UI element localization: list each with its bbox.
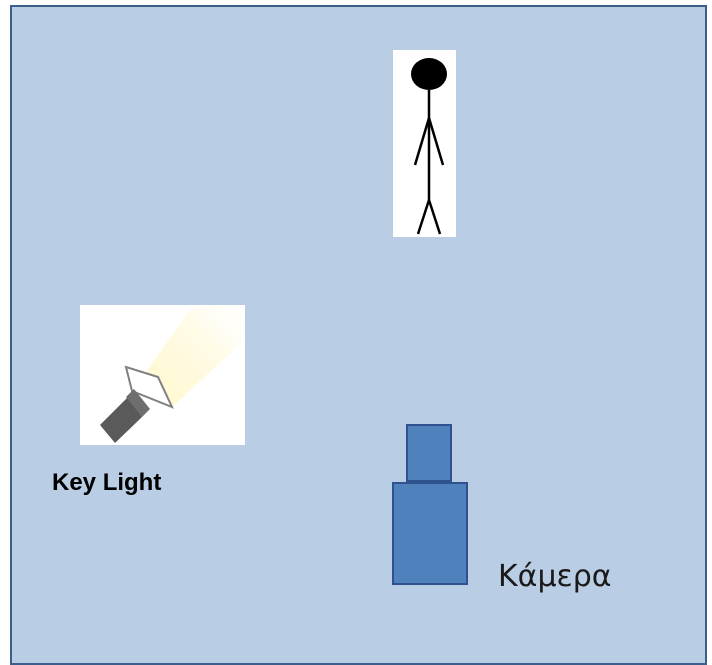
subject-card xyxy=(393,50,456,237)
flashlight-icon xyxy=(100,305,245,443)
stick-figure-icon xyxy=(411,58,447,235)
camera-lens xyxy=(406,424,452,482)
camera-label: Κάμερα xyxy=(498,559,612,594)
key-light-card xyxy=(80,305,245,445)
key-light-label: Key Light xyxy=(52,469,162,496)
camera-icon xyxy=(392,482,468,585)
